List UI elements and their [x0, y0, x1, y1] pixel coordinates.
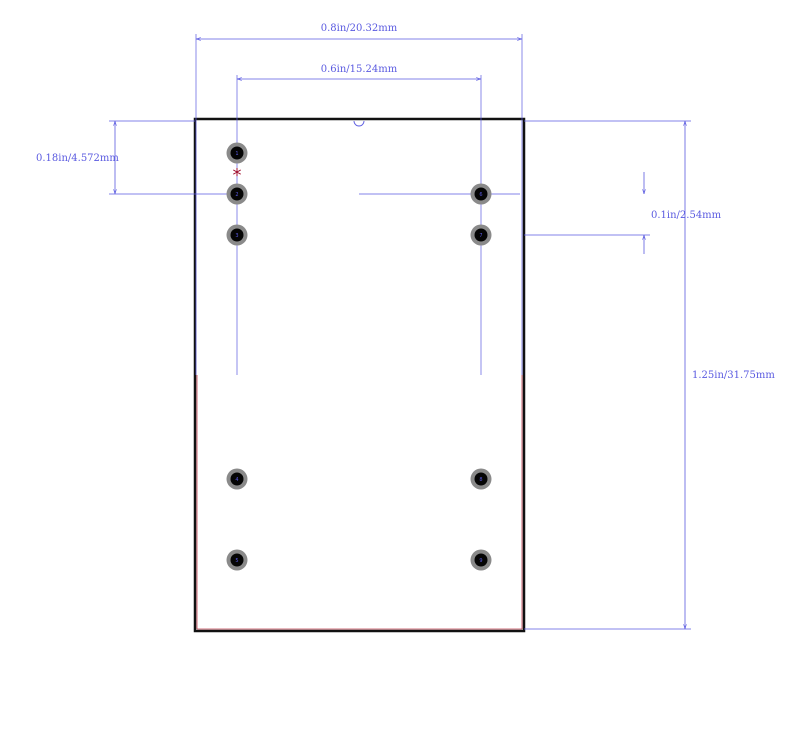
dim-pin1-offset-label: 0.18in/4.572mm [36, 153, 119, 164]
pad-label: 9 [479, 558, 482, 564]
pad-hole [230, 553, 244, 567]
pad-label: 4 [235, 477, 238, 483]
pad-hole [474, 553, 488, 567]
orientation-notch [353, 120, 365, 127]
pad-hole [474, 228, 488, 242]
dim-row-spacing-label: 0.6in/15.24mm [321, 64, 398, 75]
dim-overall-width-label: 0.8in/20.32mm [321, 23, 398, 34]
pad-group: 1 2 3 4 5 6 7 8 9 [226, 142, 492, 571]
pad-label: 3 [235, 233, 238, 239]
pad-8: 8 [470, 468, 492, 490]
pad-hole [230, 146, 244, 160]
pin1-marker: * [233, 165, 242, 186]
pad-hole [230, 187, 244, 201]
pad-3: 3 [226, 224, 248, 246]
pad-label: 7 [479, 233, 482, 239]
pad-hole [474, 187, 488, 201]
dim-overall-height-label: 1.25in/31.75mm [692, 370, 775, 381]
pad-4: 4 [226, 468, 248, 490]
pad-9: 9 [470, 549, 492, 571]
pad-6: 6 [470, 183, 492, 205]
dim-pin-pitch-label: 0.1in/2.54mm [651, 210, 722, 221]
pad-1: 1 [226, 142, 248, 164]
pad-label: 2 [235, 192, 238, 198]
pad-hole [474, 472, 488, 486]
package-outline [193, 117, 526, 633]
pad-label: 8 [479, 477, 482, 483]
pad-2: 2 [226, 183, 248, 205]
pad-hole [230, 472, 244, 486]
pad-hole [230, 228, 244, 242]
pad-label: 5 [235, 558, 238, 564]
pad-label: 6 [479, 192, 482, 198]
pad-5: 5 [226, 549, 248, 571]
pad-label: 1 [235, 151, 238, 157]
pad-7: 7 [470, 224, 492, 246]
